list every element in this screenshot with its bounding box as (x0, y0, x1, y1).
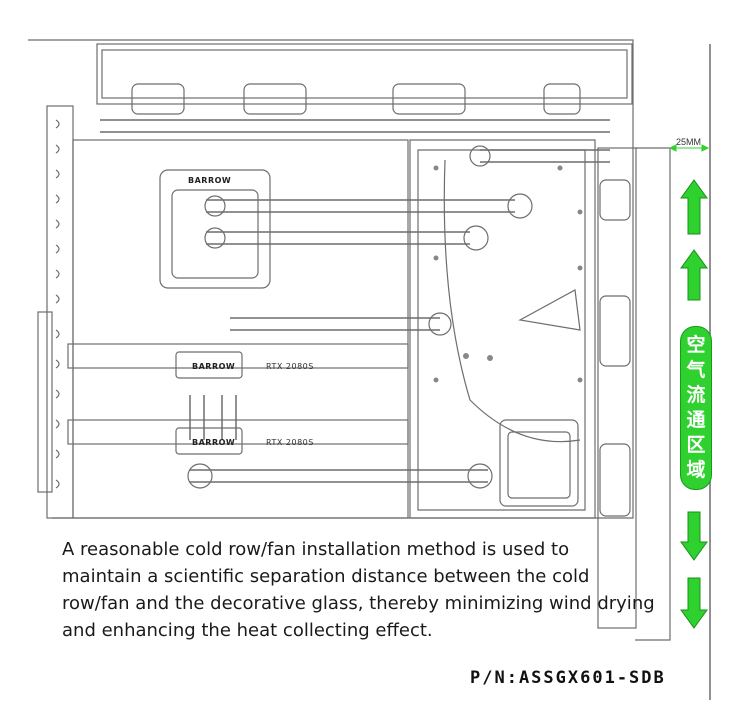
airflow-zone-char: 流 (686, 384, 706, 406)
airflow-zone-badge: 空 气 流 通 区 域 (680, 326, 712, 490)
dimension-arrow (668, 144, 710, 152)
airflow-zone-char: 空 (686, 334, 706, 356)
caption-line: maintain a scientific separation distanc… (62, 566, 590, 587)
gpu-2-block (175, 427, 243, 455)
gpu-1-model-label: RTX 2080S (266, 362, 314, 371)
arrow-down-icon (680, 511, 708, 561)
pump (499, 419, 579, 507)
gpu-1-block (175, 351, 243, 379)
front-fan (599, 179, 631, 221)
gpu-2 (67, 419, 409, 445)
dimension-label: 25MM (676, 137, 702, 147)
front-radiator (597, 147, 637, 629)
case-outline (28, 39, 634, 519)
arrow-down-icon (680, 577, 708, 629)
arrow-up-icon (680, 249, 708, 301)
front-fan (599, 295, 631, 367)
distro-plate (409, 139, 596, 519)
caption-line: and enhancing the heat collecting effect… (62, 620, 433, 641)
caption-line: A reasonable cold row/fan installation m… (62, 539, 570, 560)
cpu-brand-label: BARROW (188, 176, 232, 185)
gpu-2-model-label: RTX 2080S (266, 438, 314, 447)
description-caption: A reasonable cold row/fan installation m… (62, 536, 655, 644)
airflow-arrows (680, 179, 708, 629)
pci-slot-marks (55, 119, 60, 489)
caption-line: row/fan and the decorative glass, thereb… (62, 593, 655, 614)
motherboard (72, 139, 409, 519)
rear-io (37, 311, 53, 493)
front-fan (599, 443, 631, 517)
gpu-1-brand-label: BARROW (192, 362, 236, 371)
top-fan (392, 83, 466, 115)
top-radiator (96, 43, 633, 105)
gpu-2-brand-label: BARROW (192, 438, 236, 447)
gpu-1 (67, 343, 409, 369)
top-fan (243, 83, 307, 115)
tubing (100, 119, 610, 483)
part-number: P/N:ASSGX601-SDB (470, 668, 666, 688)
airflow-zone-char: 区 (686, 434, 706, 456)
airflow-zone-char: 气 (686, 359, 706, 381)
top-fan (543, 83, 581, 115)
top-fan (131, 83, 185, 115)
airflow-zone-char: 域 (686, 459, 706, 481)
arrow-up-icon (680, 179, 708, 235)
airflow-zone-char: 通 (686, 409, 706, 431)
cpu-block (159, 169, 271, 289)
